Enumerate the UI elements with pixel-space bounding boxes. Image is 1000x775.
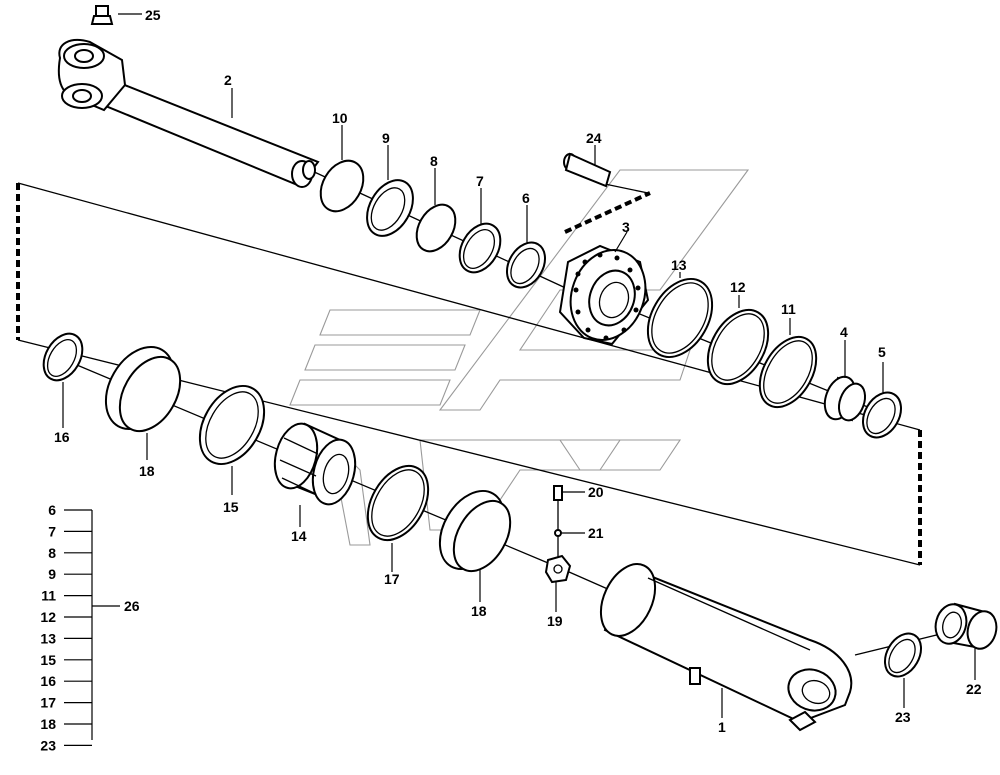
grease-nipple-part: [90, 5, 114, 25]
guide-ring-18-right-part: [438, 490, 512, 573]
label-5: 5: [878, 344, 886, 360]
label-10: 10: [332, 110, 348, 126]
label-18-left: 18: [139, 463, 155, 479]
kit-item-label: 13: [40, 630, 56, 646]
label-9: 9: [382, 130, 390, 146]
bushing-part: [823, 375, 867, 422]
kit-item-label: 18: [40, 716, 56, 732]
label-7: 7: [476, 173, 484, 189]
seal-kit-list: 26 6 7 8 9 11 12 13 15 16 17 18 23: [40, 502, 139, 753]
label-21: 21: [588, 525, 604, 541]
label-11: 11: [781, 301, 796, 317]
kit-item-label: 16: [40, 673, 56, 689]
label-23: 23: [895, 709, 911, 725]
kit-label: 26: [124, 598, 140, 614]
label-14: 14: [291, 528, 307, 544]
kit-item-label: 9: [48, 566, 56, 582]
set-screw-20-part: [553, 485, 563, 501]
label-22: 22: [966, 681, 982, 697]
cylinder-head-part: [558, 244, 650, 346]
kit-item-label: 7: [48, 523, 56, 539]
piston-part: [273, 422, 357, 506]
ring-13-part: [646, 278, 714, 358]
label-16: 16: [54, 429, 70, 445]
label-17: 17: [384, 571, 400, 587]
ring-12-part: [706, 309, 770, 385]
label-25: 25: [145, 7, 161, 23]
label-6: 6: [522, 190, 530, 206]
leader-lines: [62, 13, 976, 718]
label-15: 15: [223, 499, 239, 515]
ring-8-part: [415, 203, 457, 253]
ring-9-part: [366, 179, 414, 237]
kit-item-label: 15: [40, 652, 56, 668]
label-18-right: 18: [471, 603, 487, 619]
piston-rod-part: [57, 39, 320, 188]
label-20: 20: [588, 484, 604, 500]
label-3: 3: [622, 219, 630, 235]
kit-item-label: 11: [41, 588, 56, 604]
ring-10-part: [319, 159, 365, 213]
kit-item-label: 17: [40, 695, 56, 711]
bushing-22-part: [934, 602, 998, 650]
label-12: 12: [730, 279, 746, 295]
kit-item-label: 6: [48, 502, 56, 518]
ring-15-part: [198, 385, 266, 465]
bolt-part: [563, 152, 612, 188]
label-24: 24: [586, 130, 602, 146]
label-4: 4: [840, 324, 848, 340]
ring-6-part: [506, 241, 546, 289]
kit-item-label: 12: [40, 609, 56, 625]
ring-16-part: [42, 332, 84, 382]
kit-item-label: 23: [40, 737, 56, 753]
ring-5-part: [862, 391, 902, 439]
ring-17-part: [366, 465, 430, 541]
lock-nut-19-part: [544, 554, 572, 584]
ring-11-part: [758, 335, 818, 409]
ring-23-part: [883, 632, 923, 678]
label-1: 1: [718, 719, 726, 735]
label-13: 13: [671, 257, 687, 273]
label-19: 19: [547, 613, 563, 629]
watermark-logo: [289, 169, 750, 546]
part-number-labels: 25 2 10 9 8 7 6 24 3 13 12 11 4 5 16 18 …: [54, 7, 982, 735]
label-2: 2: [224, 72, 232, 88]
cylinder-tube-part: [599, 563, 853, 732]
label-8: 8: [430, 153, 438, 169]
ring-7-part: [458, 222, 502, 274]
kit-item-label: 8: [48, 545, 56, 561]
guide-ring-18-left-part: [104, 346, 182, 432]
